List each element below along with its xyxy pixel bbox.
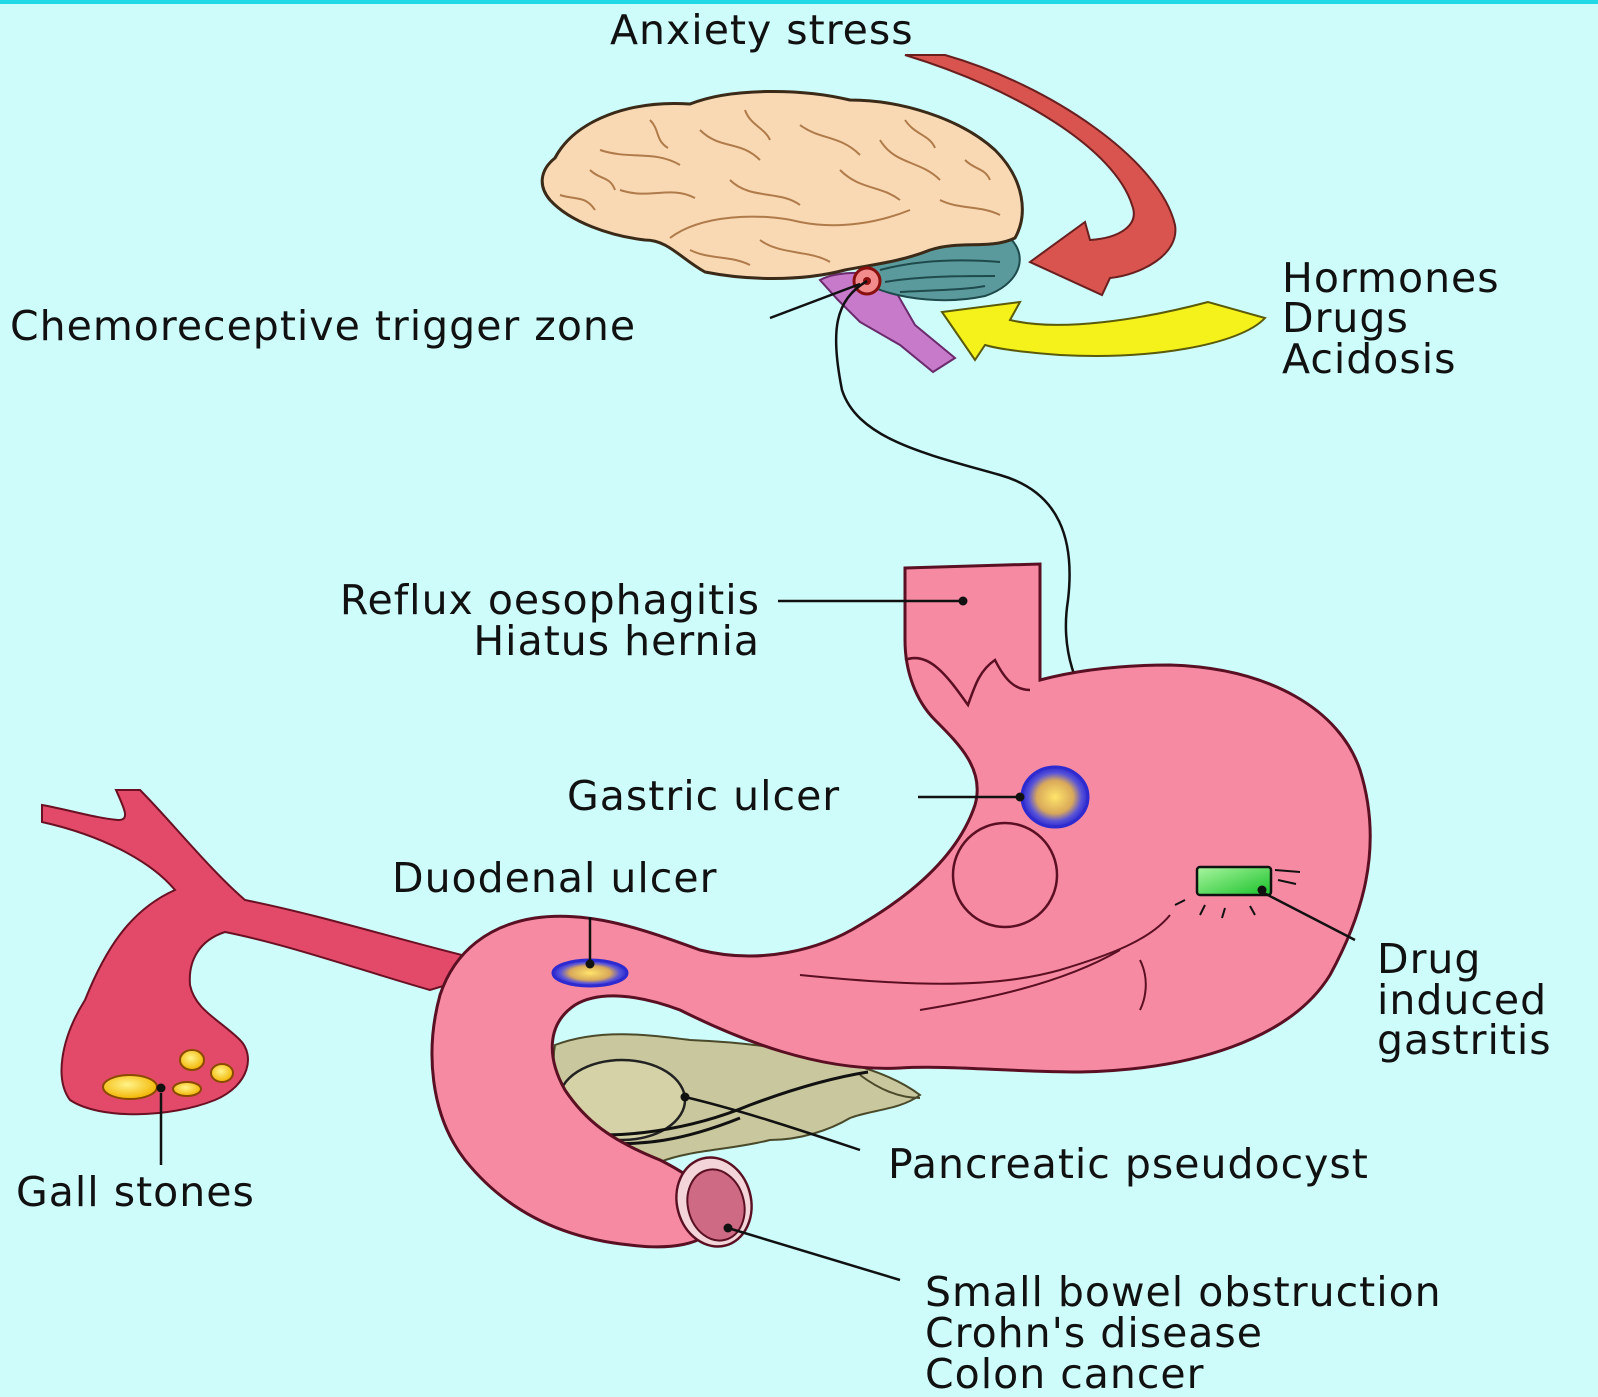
bile-duct	[42, 790, 474, 1114]
label-gastritis: gastritis	[1377, 1016, 1552, 1064]
label-acidosis: Acidosis	[1282, 335, 1456, 383]
hormones-arrow	[942, 302, 1265, 360]
gallbladder	[42, 790, 474, 1114]
label-chemoreceptive-trigger-zone: Chemoreceptive trigger zone	[10, 302, 636, 350]
gall-stone	[180, 1050, 204, 1070]
gall-stone	[173, 1082, 201, 1096]
label-pancreatic-pseudocyst: Pancreatic pseudocyst	[888, 1140, 1369, 1188]
label-gastric-ulcer: Gastric ulcer	[567, 772, 840, 820]
gastric-ulcer	[1022, 767, 1088, 827]
label-hiatus-hernia: Hiatus hernia	[473, 617, 760, 665]
gall-stone	[103, 1075, 157, 1099]
label-anxiety-stress: Anxiety stress	[610, 6, 914, 54]
label-gall-stones: Gall stones	[16, 1168, 255, 1216]
gall-stone	[211, 1064, 233, 1082]
top-border	[0, 0, 1598, 4]
label-duodenal-ulcer: Duodenal ulcer	[392, 854, 717, 902]
label-colon-cancer: Colon cancer	[925, 1350, 1204, 1397]
